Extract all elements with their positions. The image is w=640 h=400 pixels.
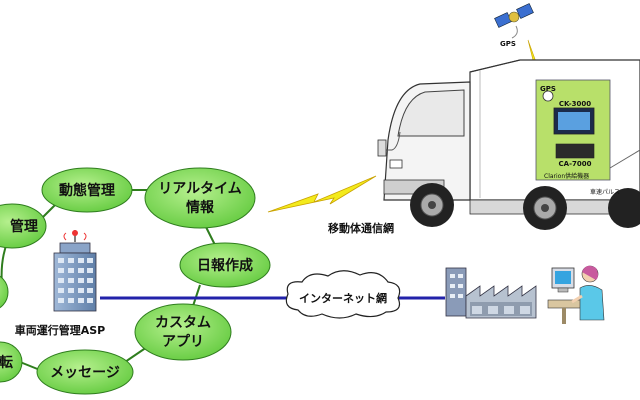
node-kanri-label: 管理 bbox=[10, 218, 38, 235]
supplier-label: Clarion供給機器 bbox=[544, 172, 589, 180]
node-doutai: 動態管理 bbox=[41, 167, 133, 213]
mobile-network-label: 移動体通信網 bbox=[328, 221, 394, 235]
internet-label: インターネット網 bbox=[299, 291, 387, 305]
gps-antenna-label: GPS bbox=[540, 85, 556, 93]
device2-label: CA-7000 bbox=[559, 160, 592, 168]
node-message: メッセージ bbox=[36, 349, 134, 395]
node-realtime: リアルタイム 情報 bbox=[144, 167, 256, 229]
node-realtime-line1: リアルタイム bbox=[158, 181, 242, 197]
office-worker-icon bbox=[547, 265, 605, 324]
asp-building-icon bbox=[53, 230, 97, 312]
node-kanri: 管理 bbox=[0, 203, 47, 249]
gps-satellite-icon bbox=[494, 3, 534, 39]
node-nippou: 日報作成 bbox=[179, 242, 271, 288]
node-ten-label: 転 bbox=[0, 354, 13, 371]
factory-icon bbox=[445, 267, 537, 319]
node-message-label: メッセージ bbox=[50, 365, 120, 381]
asp-label: 車両運行管理ASP bbox=[15, 323, 106, 337]
node-custom-line2: アプリ bbox=[162, 334, 204, 350]
node-realtime-line2: 情報 bbox=[186, 199, 215, 216]
device-panel bbox=[535, 79, 640, 181]
node-nippou-label: 日報作成 bbox=[197, 257, 253, 274]
lightning-icon bbox=[267, 175, 377, 213]
node-doutai-label: 動態管理 bbox=[59, 182, 115, 199]
node-custom: カスタム アプリ bbox=[134, 303, 232, 361]
node-partial-left bbox=[0, 275, 9, 309]
pulse-label: 車速パルス bbox=[590, 188, 620, 196]
node-ten: 転 bbox=[0, 341, 23, 383]
gps-satellite-label: GPS bbox=[500, 40, 516, 48]
device1-label: CK-3000 bbox=[559, 100, 591, 108]
node-custom-line1: カスタム bbox=[155, 315, 211, 331]
internet-cloud: インターネット網 bbox=[285, 270, 401, 319]
